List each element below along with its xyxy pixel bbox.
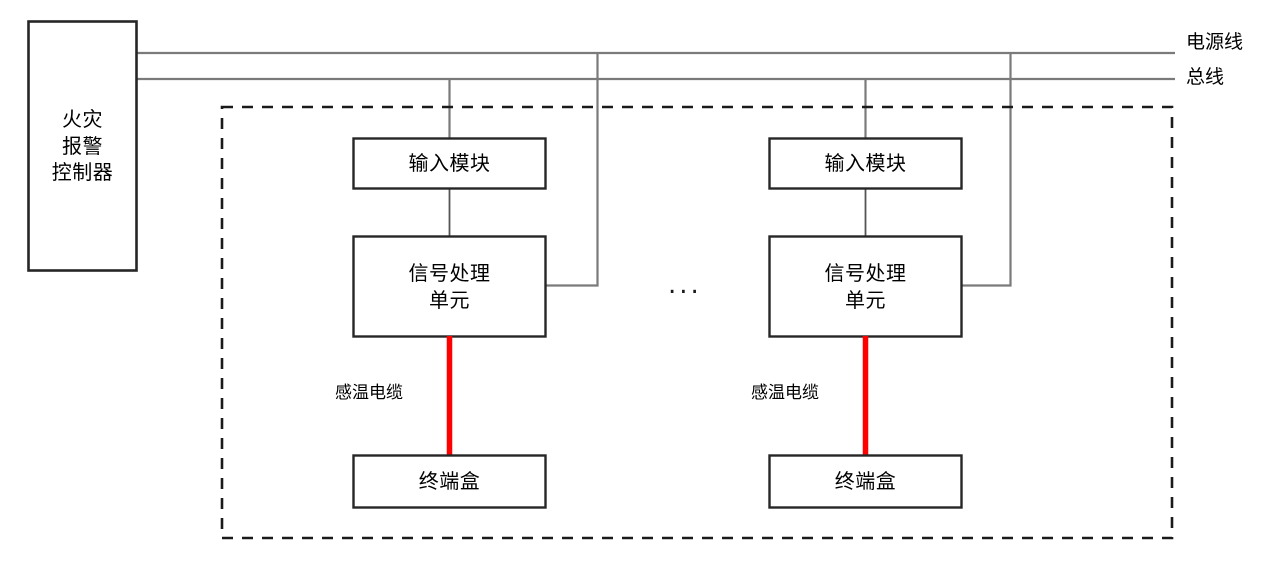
left-input-module-box[interactable] xyxy=(352,137,547,190)
fire-alarm-controller-box[interactable] xyxy=(27,20,138,272)
right-sensor-cable-label: 感温电缆 xyxy=(751,383,819,403)
right-terminal-box[interactable] xyxy=(768,454,963,509)
bus-line-path xyxy=(137,77,1175,138)
left-sensor-cable-label: 感温电缆 xyxy=(335,383,403,403)
repeat-ellipsis: ... xyxy=(668,270,702,300)
bus-line-label: 总线 xyxy=(1186,66,1225,88)
enclosure-dashed-rect xyxy=(220,105,1174,540)
power-line-label: 电源线 xyxy=(1186,31,1244,53)
left-terminal-box[interactable] xyxy=(352,454,547,509)
right-input-module-box[interactable] xyxy=(768,137,963,190)
power-line-path xyxy=(137,51,1175,287)
left-signal-unit-box[interactable] xyxy=(352,235,547,338)
right-signal-unit-box[interactable] xyxy=(768,235,963,338)
